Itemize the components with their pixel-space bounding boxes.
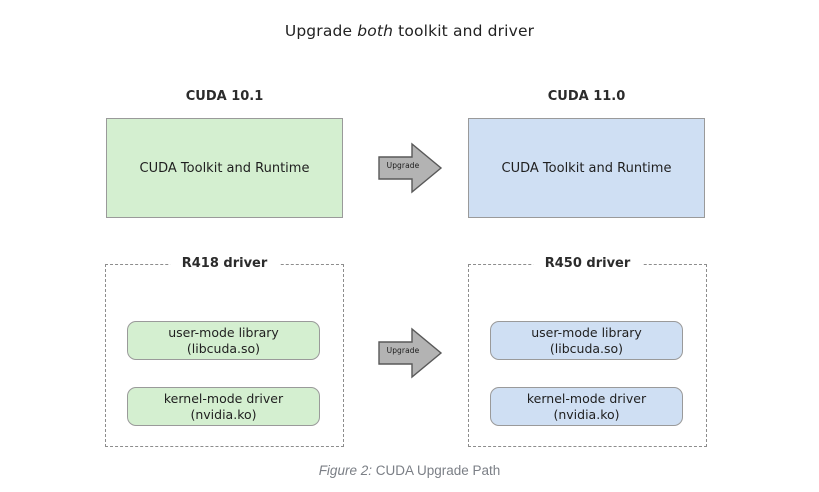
driver-item-line1: user-mode library: [168, 324, 279, 340]
figure-caption: Figure 2: CUDA Upgrade Path: [0, 463, 819, 478]
figure-caption-text: CUDA Upgrade Path: [371, 463, 501, 478]
version-label-right: CUDA 11.0: [547, 89, 626, 104]
driver-group-left: R418 driver user-mode library (libcuda.s…: [105, 256, 344, 447]
driver-item-line2: (nvidia.ko): [553, 406, 620, 422]
driver-item-user-mode-left: user-mode library (libcuda.so): [127, 321, 320, 360]
version-label-left: CUDA 10.1: [185, 89, 264, 104]
driver-item-line2: (nvidia.ko): [190, 406, 257, 422]
figure-caption-label: Figure 2:: [318, 463, 372, 478]
figure-title-emphasis: both: [357, 22, 394, 40]
toolkit-box-right: CUDA Toolkit and Runtime: [468, 118, 705, 218]
arrow-right-icon: [378, 327, 443, 379]
arrow-right-icon: [378, 142, 443, 194]
driver-group-right: R450 driver user-mode library (libcuda.s…: [468, 256, 707, 447]
driver-group-label-right: R450 driver: [532, 256, 643, 271]
figure-title-prefix: Upgrade: [284, 22, 358, 40]
driver-item-line2: (libcuda.so): [549, 340, 624, 356]
driver-item-line2: (libcuda.so): [186, 340, 261, 356]
figure-title-suffix: toolkit and driver: [393, 22, 535, 40]
driver-item-user-mode-right: user-mode library (libcuda.so): [490, 321, 683, 360]
driver-item-kernel-mode-left: kernel-mode driver (nvidia.ko): [127, 387, 320, 426]
upgrade-arrow-driver: Upgrade: [378, 327, 446, 379]
driver-item-line1: kernel-mode driver: [163, 390, 284, 406]
toolkit-box-left: CUDA Toolkit and Runtime: [106, 118, 343, 218]
figure-title: Upgrade both toolkit and driver: [0, 22, 819, 40]
driver-item-kernel-mode-right: kernel-mode driver (nvidia.ko): [490, 387, 683, 426]
driver-group-label-left: R418 driver: [169, 256, 280, 271]
upgrade-arrow-toolkit: Upgrade: [378, 142, 446, 194]
driver-item-line1: kernel-mode driver: [526, 390, 647, 406]
driver-item-line1: user-mode library: [531, 324, 642, 340]
